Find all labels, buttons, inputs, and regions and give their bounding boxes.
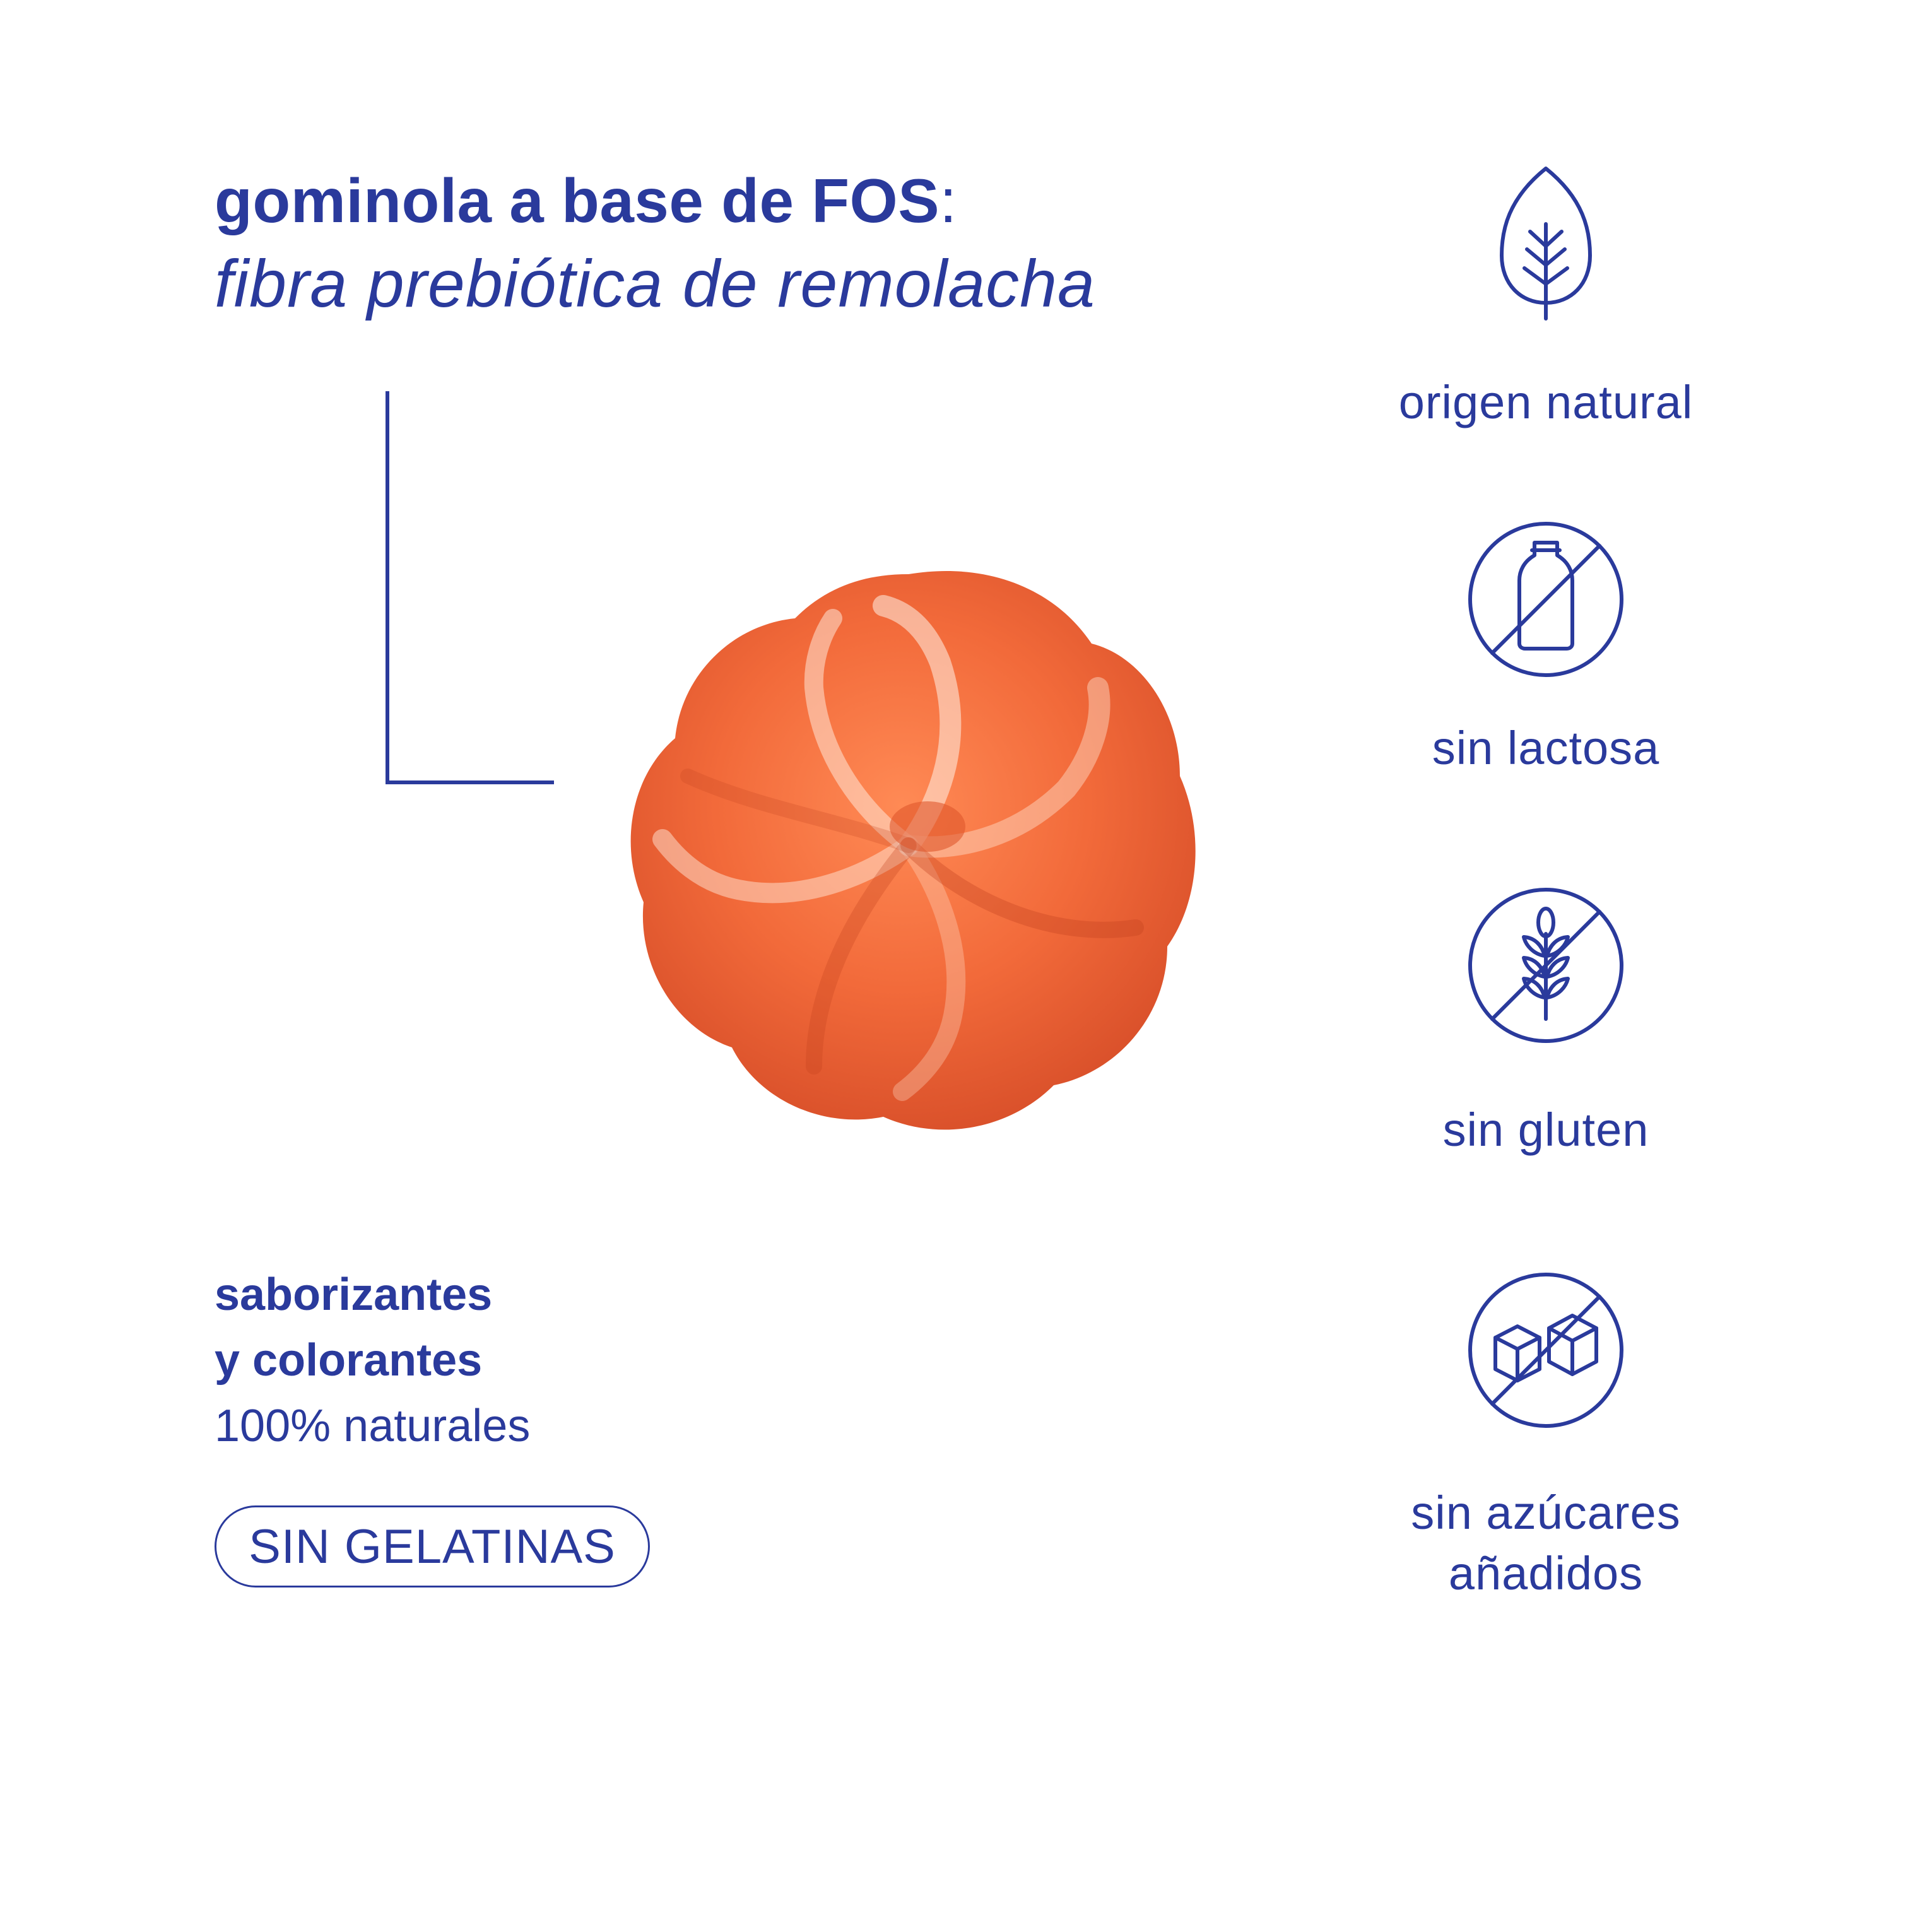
feature-label-line-1: sin azúcares — [1411, 1487, 1681, 1539]
feature-label-origen-natural: origen natural — [1398, 376, 1693, 428]
sin-gelatinas-badge: SIN GELATINAS — [215, 1505, 650, 1587]
no-wheat-icon — [1468, 888, 1623, 1043]
ingredients-line-1: saborizantes — [215, 1269, 493, 1320]
title-colon: : — [939, 166, 957, 235]
feature-label-sin-lactosa: sin lactosa — [1432, 722, 1660, 774]
no-milk-bottle-icon — [1468, 522, 1623, 677]
ingredients-text: saborizantes y colorantes 100% naturales — [215, 1262, 530, 1459]
ingredients-line-2: y colorantes — [215, 1335, 483, 1386]
title-text: gominola a base de FOS — [215, 166, 940, 235]
gummy-candy-image — [630, 570, 1196, 1130]
page-title: gominola a base de FOS: — [215, 165, 957, 237]
feature-label-sin-gluten: sin gluten — [1442, 1104, 1649, 1156]
feature-label-line-2: añadidos — [1448, 1547, 1644, 1599]
feature-label-sin-azucares: sin azúcares añadidos — [1319, 1483, 1773, 1604]
page-subtitle: fibra prebiótica de remolacha — [215, 247, 1095, 321]
ingredients-line-3: 100% naturales — [215, 1401, 531, 1451]
no-sugar-cubes-icon — [1468, 1273, 1623, 1428]
leaf-icon — [1500, 167, 1592, 321]
